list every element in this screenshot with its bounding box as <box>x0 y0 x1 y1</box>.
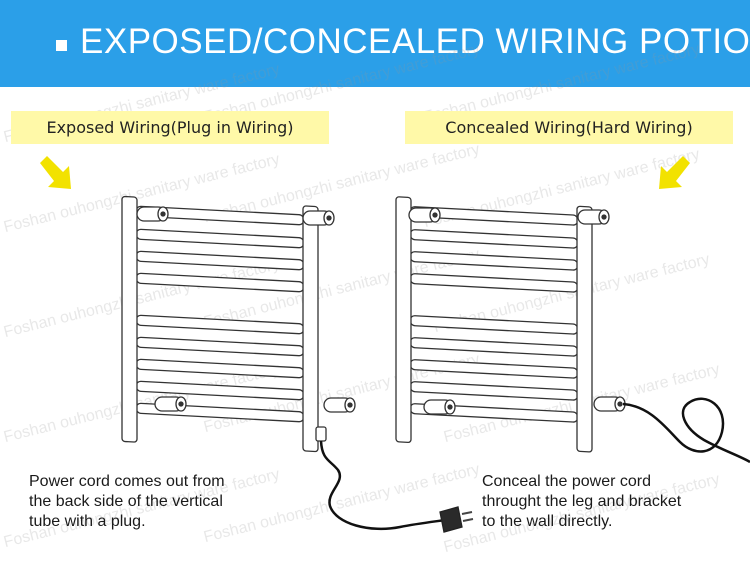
wall-bracket <box>593 396 626 412</box>
towel-rail-illustration <box>395 196 626 453</box>
wall-bracket <box>323 397 356 413</box>
exposed-wiring-label: Exposed Wiring(Plug in Wiring) <box>11 111 329 144</box>
towel-rail-illustration <box>121 195 356 453</box>
power-cord <box>622 397 750 464</box>
description-line: Power cord comes out from <box>29 473 225 490</box>
description-line: throught the leg and bracket <box>482 493 682 510</box>
description-line: Conceal the power cord <box>482 473 651 490</box>
power-cord <box>319 440 453 531</box>
wall-bracket <box>136 206 169 222</box>
description-line: to the wall directly. <box>482 513 613 530</box>
bullet-square-icon <box>56 40 67 51</box>
arrow-down-right-icon <box>40 156 71 189</box>
header-banner: EXPOSED/CONCEALED WIRING POTION <box>0 0 750 87</box>
arrow-down-left-icon <box>659 156 690 189</box>
description-line: tube with a plug. <box>29 513 146 530</box>
wall-bracket <box>577 209 610 225</box>
exposed-wiring-description: Power cord comes out from the back side … <box>29 472 299 532</box>
rail-bars <box>135 205 305 423</box>
concealed-wiring-description: Conceal the power cord throught the leg … <box>482 472 742 532</box>
wall-bracket <box>423 399 456 415</box>
concealed-wiring-label: Concealed Wiring(Hard Wiring) <box>405 111 733 144</box>
description-line: the back side of the vertical <box>29 493 223 510</box>
wall-bracket <box>408 207 441 223</box>
page-title: EXPOSED/CONCEALED WIRING POTION <box>80 22 750 61</box>
wall-bracket <box>302 210 335 226</box>
rail-bars <box>409 206 579 423</box>
power-plug-icon <box>439 506 474 533</box>
wall-bracket <box>154 396 187 412</box>
